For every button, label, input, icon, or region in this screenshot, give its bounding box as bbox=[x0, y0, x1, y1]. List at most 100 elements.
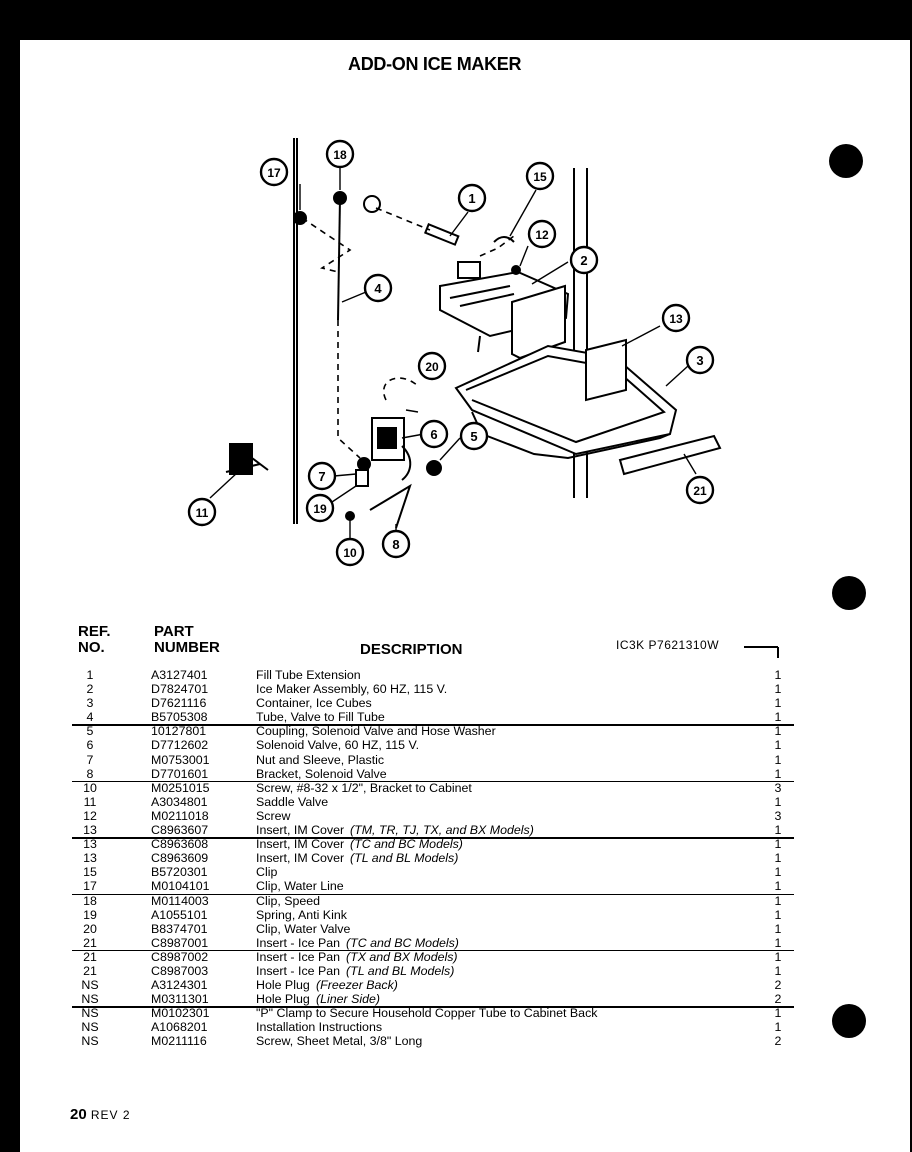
part-number-cell: A3124301 bbox=[151, 978, 208, 993]
description-cell: Bracket, Solenoid Valve bbox=[256, 766, 387, 781]
ref-cell: 2 bbox=[86, 682, 94, 697]
ice-container bbox=[454, 344, 678, 460]
nut-and-sleeve bbox=[357, 457, 371, 471]
quantity-cell: 2 bbox=[774, 992, 782, 1007]
part-number-cell: M0102301 bbox=[151, 1006, 210, 1021]
callout-18: 18 bbox=[325, 139, 355, 169]
im-cover-insert bbox=[585, 338, 627, 402]
part-number-cell: D7701601 bbox=[151, 766, 209, 781]
description-cell: Hole Plug bbox=[256, 992, 310, 1007]
ice-maker-assembly bbox=[439, 261, 570, 360]
callout-11: 11 bbox=[187, 497, 217, 527]
ref-cell: NS bbox=[81, 992, 99, 1007]
ref-cell: NS bbox=[81, 1006, 99, 1021]
model-note: (TC and BC Models) bbox=[346, 935, 459, 950]
model-column-marker bbox=[744, 646, 779, 658]
quantity-cell: 3 bbox=[774, 780, 782, 795]
model-note: (TX and BX Models) bbox=[346, 949, 458, 964]
water-valve-clip-route bbox=[383, 377, 419, 401]
description-cell: Tube, Valve to Fill Tube bbox=[256, 710, 385, 725]
part-number-cell: C8987003 bbox=[151, 963, 209, 978]
description-cell: Hole Plug bbox=[256, 978, 310, 993]
quantity-cell: 1 bbox=[774, 921, 782, 936]
svg-text:3: 3 bbox=[696, 353, 703, 368]
part-number-cell: A1055101 bbox=[151, 907, 208, 922]
part-number-cell: M0211116 bbox=[151, 1034, 207, 1049]
callout-12: 12 bbox=[527, 219, 557, 249]
ref-cell: 8 bbox=[86, 766, 94, 781]
description-cell: Insert, IM Cover bbox=[256, 851, 345, 866]
description-cell: Insert - Ice Pan bbox=[256, 935, 341, 950]
quantity-cell: 1 bbox=[774, 963, 782, 978]
part-number-cell: 10127801 bbox=[151, 724, 207, 739]
ref-cell: 13 bbox=[83, 837, 97, 852]
description-cell: Ice Maker Assembly, 60 HZ, 115 V. bbox=[256, 682, 448, 697]
svg-text:18: 18 bbox=[333, 148, 347, 162]
ref-cell: 15 bbox=[83, 865, 97, 880]
quantity-cell: 1 bbox=[774, 879, 782, 894]
ref-cell: 12 bbox=[83, 808, 97, 823]
ref-cell: 3 bbox=[86, 696, 94, 711]
description-cell: Insert - Ice Pan bbox=[256, 963, 341, 978]
model-note: (TM, TR, TJ, TX, and BX Models) bbox=[350, 823, 534, 838]
part-number-cell: D7824701 bbox=[151, 682, 209, 697]
description-cell: Screw bbox=[256, 808, 291, 823]
callout-bubbles: 1 2 3 4 5 6 7 8 10 11 12 13 15 17 18 19 … bbox=[187, 139, 715, 567]
ref-cell: 20 bbox=[83, 921, 97, 936]
part-number-cell: A3127401 bbox=[151, 668, 208, 682]
ref-cell: 7 bbox=[86, 752, 94, 767]
header-ref: REF. bbox=[78, 623, 111, 640]
callout-7: 7 bbox=[307, 461, 337, 491]
part-number-cell: M0311301 bbox=[151, 992, 209, 1007]
model-note: (TL and BL Models) bbox=[346, 963, 455, 978]
description-cell: Saddle Valve bbox=[256, 794, 329, 809]
page-footer: 20 REV 2 bbox=[70, 1106, 131, 1123]
callout-4: 4 bbox=[363, 273, 393, 303]
ref-cell: NS bbox=[81, 1020, 99, 1035]
quantity-cell: 1 bbox=[774, 1020, 782, 1035]
punch-hole-bottom bbox=[832, 1004, 866, 1038]
ref-cell: 13 bbox=[83, 823, 97, 838]
quantity-cell: 2 bbox=[774, 978, 782, 993]
part-number-cell: M0753001 bbox=[151, 752, 210, 767]
part-number-cell: C8963608 bbox=[151, 837, 209, 852]
water-line-route bbox=[301, 217, 352, 273]
quantity-cell: 1 bbox=[774, 752, 782, 767]
part-number-cell: D7712602 bbox=[151, 738, 209, 753]
description-cell: Screw, Sheet Metal, 3/8" Long bbox=[256, 1034, 423, 1049]
svg-text:8: 8 bbox=[392, 537, 399, 552]
description-cell: "P" Clamp to Secure Household Copper Tub… bbox=[256, 1006, 598, 1021]
anti-kink-spring bbox=[355, 469, 369, 487]
page-number: 20 bbox=[70, 1106, 87, 1123]
header-number: NUMBER bbox=[154, 639, 220, 656]
quantity-cell: 1 bbox=[774, 907, 782, 922]
quantity-cell: 1 bbox=[774, 682, 782, 697]
description-cell: Fill Tube Extension bbox=[256, 668, 361, 682]
quantity-cell: 1 bbox=[774, 837, 782, 852]
svg-text:5: 5 bbox=[470, 429, 477, 444]
description-cell: Solenoid Valve, 60 HZ, 115 V. bbox=[256, 738, 420, 753]
part-number-cell: C8987002 bbox=[151, 949, 209, 964]
clip-route bbox=[479, 235, 515, 257]
punch-hole-middle bbox=[832, 576, 866, 610]
quantity-cell: 1 bbox=[774, 766, 782, 781]
fill-tube-clip bbox=[493, 236, 515, 243]
callout-15: 15 bbox=[525, 161, 555, 191]
svg-text:11: 11 bbox=[196, 506, 209, 520]
model-note: (TL and BL Models) bbox=[350, 851, 459, 866]
saddle-valve bbox=[225, 443, 269, 475]
ref-cell: 13 bbox=[83, 851, 97, 866]
